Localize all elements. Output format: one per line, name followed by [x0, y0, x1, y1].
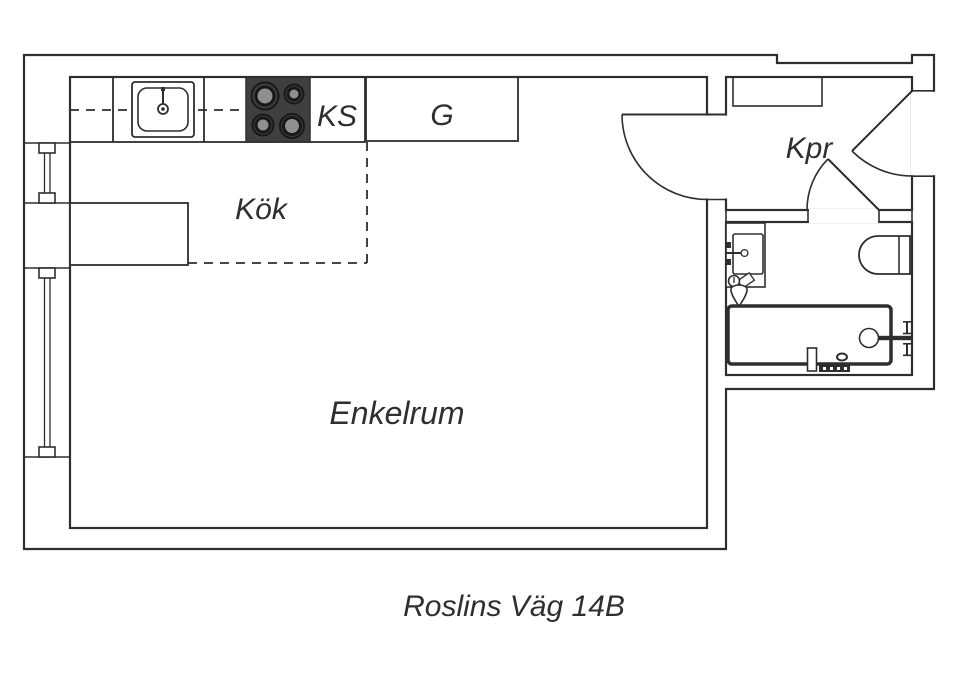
door-swing-arc [621, 114, 708, 201]
bath-faucet-spout [869, 335, 912, 341]
toilet-icon [858, 235, 911, 275]
bathtub-grate [819, 365, 850, 372]
faucet-dot [161, 107, 165, 111]
bathtub-icon [726, 304, 912, 372]
door-main-room [621, 113, 726, 201]
window-large [24, 267, 70, 458]
room-label-hallway: Kpr [786, 132, 834, 165]
wardrobe-cabinet [365, 76, 519, 142]
bath-accessory-icon [727, 271, 756, 310]
toilet-body [858, 235, 911, 275]
grate-slot [830, 367, 833, 370]
cabinet-label-g: G [430, 99, 453, 132]
window-small [24, 142, 70, 204]
burner [251, 113, 275, 137]
main-room-outline [68, 75, 709, 530]
kitchen-sink-icon [131, 81, 195, 138]
window-frame-cap [38, 192, 56, 204]
burner [282, 116, 302, 136]
burner [254, 85, 276, 107]
address-label: Roslins Väg 14B [403, 590, 625, 623]
kitchen-bench [69, 202, 189, 266]
counter-run [69, 76, 366, 143]
bath-valve [903, 342, 911, 357]
door-swing-arc [851, 150, 913, 177]
window-frame-cap [38, 142, 56, 154]
door-openings [705, 90, 936, 224]
room-label-kitchen: Kök [235, 193, 289, 226]
outer-wall [22, 53, 936, 551]
room-label-main: Enkelrum [329, 395, 464, 431]
burner [279, 113, 305, 139]
burner [254, 116, 272, 134]
grate-slot [837, 367, 840, 370]
door-entrance [851, 90, 913, 177]
door-swing-arc [806, 158, 829, 211]
bath-faucet-head [858, 327, 880, 349]
entrance-opening [911, 91, 936, 176]
kitchen-counter [69, 76, 366, 143]
stove-icon [245, 76, 311, 143]
door-bathroom [806, 158, 880, 211]
burner [250, 81, 280, 111]
burner [283, 83, 305, 105]
faucet-base [161, 87, 165, 91]
main-door-opening [705, 115, 728, 199]
bathtub-handle [806, 347, 818, 372]
washbasin-faucet-head [740, 248, 749, 258]
cabinet-label-ks: KS [317, 100, 357, 133]
bathtub-drain [836, 352, 848, 362]
grate-slot [823, 367, 826, 370]
grate-slot [844, 367, 847, 370]
burner [286, 86, 302, 102]
washbasin-tap [725, 259, 731, 265]
door-leaf [851, 90, 913, 152]
accessory-drop [730, 284, 748, 310]
window-frame-cap [38, 446, 56, 458]
bath-valve [903, 320, 911, 335]
window-frame-cap [38, 267, 56, 279]
door-leaf [827, 158, 880, 211]
hat-shelf [732, 76, 823, 107]
bath-door-opening [808, 208, 879, 224]
washbasin-tap [725, 242, 731, 248]
